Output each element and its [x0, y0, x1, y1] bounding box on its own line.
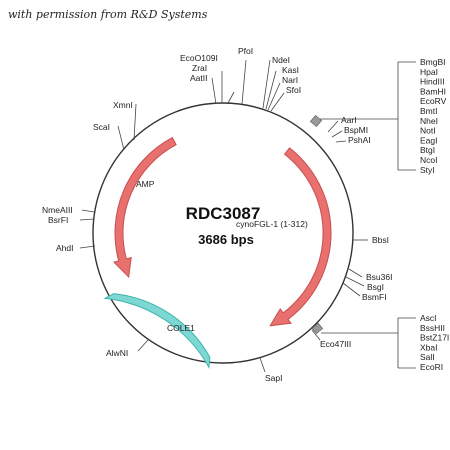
site-ecorv[interactable]: EcoRV	[420, 96, 447, 106]
site-bsu36i[interactable]: Bsu36I	[366, 272, 392, 282]
site-psha1[interactable]: PshAI	[348, 135, 371, 145]
site-bmgbi[interactable]: BmgBI	[420, 57, 446, 67]
site-ecori[interactable]: EcoRI	[420, 362, 443, 372]
site-bmti[interactable]: BmtI	[420, 106, 437, 116]
credit-text: with permission from R&D Systems	[8, 8, 208, 21]
site-ecoo109i[interactable]: EcoO109I	[180, 53, 218, 63]
site-ncoi[interactable]: NcoI	[420, 155, 437, 165]
amp-label: AMP	[136, 179, 155, 189]
site-bstz17i[interactable]: BstZ17I	[420, 333, 449, 343]
insert-label: cynoFGL-1 (1-312)	[236, 219, 308, 229]
site-hindiii[interactable]: HindIII	[420, 77, 445, 87]
site-bsgi[interactable]: BsgI	[367, 282, 384, 292]
site-nari[interactable]: NarI	[282, 75, 298, 85]
site-eco47iii[interactable]: Eco47III	[320, 339, 351, 349]
site-scai[interactable]: ScaI	[93, 122, 110, 132]
site-sapi[interactable]: SapI	[265, 373, 283, 383]
site-btgi[interactable]: BtgI	[420, 145, 435, 155]
site-hpai[interactable]: HpaI	[420, 67, 438, 77]
site-eagi[interactable]: EagI	[420, 135, 438, 145]
site-xbai[interactable]: XbaI	[420, 342, 438, 352]
insert-feature-arrow[interactable]	[269, 147, 332, 327]
site-asci[interactable]: AscI	[420, 313, 437, 323]
site-bspmi[interactable]: BspMI	[344, 125, 368, 135]
site-ahdi[interactable]: AhdI	[56, 243, 74, 253]
plasmid-name: RDC3087	[186, 204, 261, 223]
site-noti[interactable]: NotI	[420, 126, 436, 136]
site-zrai[interactable]: ZraI	[192, 63, 207, 73]
site-bbsi[interactable]: BbsI	[372, 235, 389, 245]
site-aatii[interactable]: AatII	[190, 73, 207, 83]
site-ndei[interactable]: NdeI	[272, 55, 290, 65]
site-bsrfi[interactable]: BsrFI	[48, 215, 68, 225]
site-sfoi[interactable]: SfoI	[286, 85, 301, 95]
plasmid-size: 3686 bps	[198, 232, 254, 247]
site-nmeaiii[interactable]: NmeAIII	[42, 205, 73, 215]
site-bamhi[interactable]: BamHI	[420, 86, 446, 96]
site-kasi[interactable]: KasI	[282, 65, 299, 75]
mcs-top-bracket	[309, 61, 416, 171]
mcs-bottom-bracket	[311, 317, 416, 369]
amp-feature-arrow[interactable]	[112, 136, 177, 279]
site-pfoi[interactable]: PfoI	[238, 46, 253, 56]
site-alwni[interactable]: AlwNI	[106, 348, 128, 358]
site-nhei[interactable]: NheI	[420, 116, 438, 126]
site-bsmfi[interactable]: BsmFI	[362, 292, 387, 302]
cole1-label: COLE1	[167, 323, 195, 333]
site-aari[interactable]: AarI	[341, 115, 357, 125]
site-styi[interactable]: StyI	[420, 165, 435, 175]
top-site-leaders	[211, 59, 285, 112]
site-sali[interactable]: SalI	[420, 352, 435, 362]
mcs-top-labels: BmgBIHpaIHindIIIBamHIEcoRVBmtINheINotIEa…	[420, 57, 447, 175]
site-bsshii[interactable]: BssHII	[420, 323, 445, 333]
site-xmni[interactable]: XmnI	[113, 100, 133, 110]
cole1-feature-arc[interactable]	[103, 293, 211, 369]
plasmid-backbone	[92, 102, 354, 364]
